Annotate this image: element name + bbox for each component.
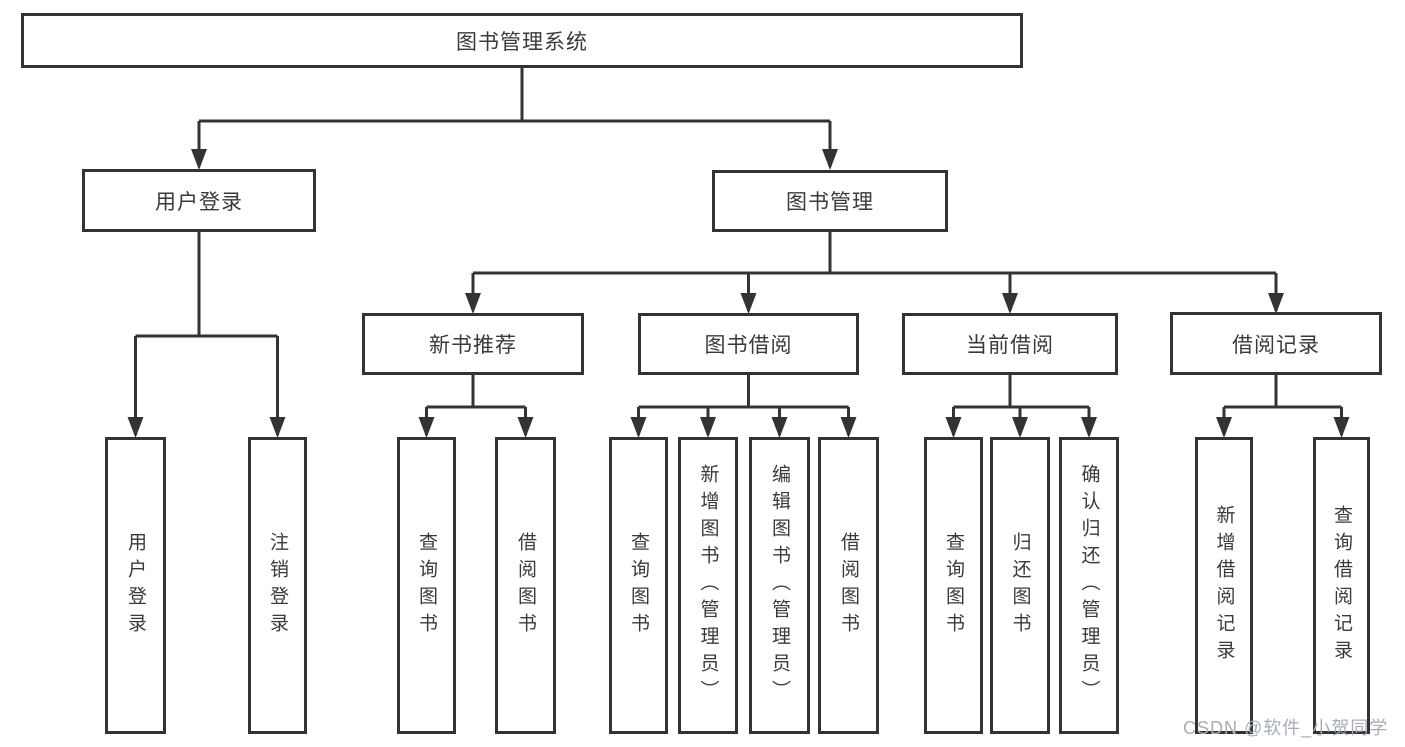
watermark-text: CSDN @软件_小贺同学 [1183,718,1389,738]
node-book-borrowing: 图书借阅 [638,313,859,375]
node-leaf-query-books-recommend: 查询图书 [397,437,456,734]
node-leaf-edit-books-admin: 编辑图书（管理员） [749,437,810,734]
node-borrowing-records: 借阅记录 [1170,312,1382,375]
node-label: 借阅图书 [838,531,859,640]
node-label: 当前借阅 [966,334,1054,357]
node-label: 图书管理系统 [456,30,588,54]
node-label: 图书管理 [786,191,874,214]
node-leaf-return-books: 归还图书 [990,437,1050,734]
node-label: 查询图书 [416,531,437,640]
node-leaf-confirm-return-admin: 确认归还（管理员） [1059,437,1119,734]
node-leaf-logout: 注销登录 [248,437,307,734]
node-leaf-borrow-books-recommend: 借阅图书 [495,437,556,734]
node-leaf-add-books-admin: 新增图书（管理员） [678,437,738,734]
node-label: 查询图书 [628,531,649,640]
node-new-book-recommend: 新书推荐 [362,313,584,375]
node-label: 新增图书（管理员） [697,464,719,707]
node-label: 编辑图书（管理员） [769,464,790,707]
node-leaf-query-borrow-record: 查询借阅记录 [1313,437,1370,734]
node-label: 用户登录 [125,531,146,640]
node-library-management-system: 图书管理系统 [21,13,1023,68]
node-label: 借阅记录 [1232,333,1320,357]
node-user-login-branch: 用户登录 [82,169,316,232]
node-label: 注销登录 [267,531,288,640]
node-leaf-add-borrow-record: 新增借阅记录 [1195,437,1253,734]
node-book-management-branch: 图书管理 [712,170,948,232]
node-label: 新书推荐 [429,334,517,357]
node-label: 确认归还（管理员） [1078,464,1100,707]
node-label: 归还图书 [1009,531,1031,640]
node-label: 用户登录 [155,190,243,214]
node-leaf-user-login: 用户登录 [105,437,166,734]
node-current-borrowing: 当前借阅 [902,313,1118,375]
connector-path [134,68,1343,435]
node-label: 查询图书 [943,531,964,640]
node-leaf-borrow-books: 借阅图书 [818,437,879,734]
node-label: 图书借阅 [704,334,793,357]
node-label: 查询借阅记录 [1331,504,1352,667]
node-label: 新增借阅记录 [1213,504,1235,667]
node-leaf-query-books-borrowing: 查询图书 [609,437,668,734]
node-label: 借阅图书 [515,531,536,640]
node-leaf-query-books-current: 查询图书 [924,437,983,734]
